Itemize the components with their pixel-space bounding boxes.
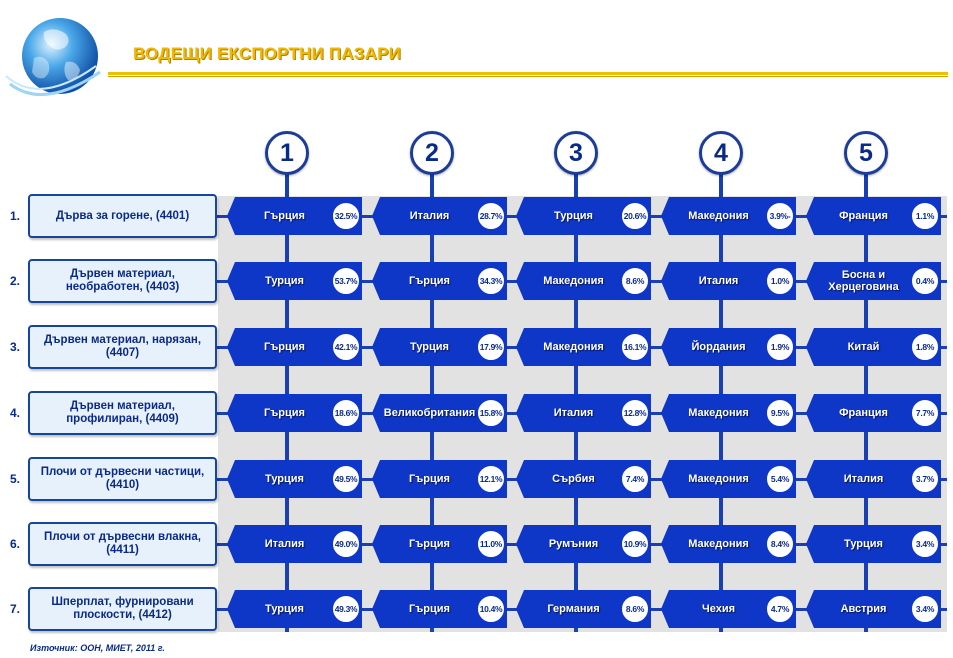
market-share-badge: 32.5% xyxy=(331,201,361,231)
row-number: 3. xyxy=(10,340,21,354)
market-share-badge: 1.8% xyxy=(910,332,940,362)
market-share-badge: 9.5% xyxy=(765,398,795,428)
market-share-badge: 8.6% xyxy=(620,266,650,296)
market-share-badge: 53.7% xyxy=(331,266,361,296)
market-share-badge: 8.4% xyxy=(765,529,795,559)
product-label: Дървен материал, нарязан, (4407) xyxy=(28,325,217,369)
market-share-badge: 3.9%- xyxy=(765,201,795,231)
source-note: Източник: ООН, МИЕТ, 2011 г. xyxy=(30,643,165,653)
product-label: Дървен материал, профилиран, (4409) xyxy=(28,391,217,435)
column-rank-3: 3 xyxy=(554,131,598,175)
page-title: ВОДЕЩИ ЕКСПОРТНИ ПАЗАРИ xyxy=(133,44,402,63)
product-label: Шперплат, фурнировани плоскости, (4412) xyxy=(28,587,217,631)
column-rank-2: 2 xyxy=(410,131,454,175)
market-share-badge: 10.4% xyxy=(476,594,506,624)
market-share-badge: 49.5% xyxy=(331,464,361,494)
row-number: 7. xyxy=(10,602,21,616)
market-share-badge: 49.0% xyxy=(331,529,361,559)
column-rank-1: 1 xyxy=(265,131,309,175)
row-number: 6. xyxy=(10,537,21,551)
title-underline xyxy=(108,72,948,75)
product-label: Плочи от дървесни частици, (4410) xyxy=(28,457,217,501)
product-label: Дървен материал, необработен, (4403) xyxy=(28,259,217,303)
market-share-badge: 3.7% xyxy=(910,464,940,494)
market-share-badge: 42.1% xyxy=(331,332,361,362)
market-share-badge: 12.8% xyxy=(620,398,650,428)
row-number: 5. xyxy=(10,472,21,486)
column-rank-5: 5 xyxy=(844,131,888,175)
market-share-badge: 0.4% xyxy=(910,266,940,296)
product-label: Дърва за горене, (4401) xyxy=(28,194,217,238)
market-share-badge: 28.7% xyxy=(476,201,506,231)
globe-logo xyxy=(4,14,104,110)
market-share-badge: 8.6% xyxy=(620,594,650,624)
market-share-badge: 3.4% xyxy=(910,529,940,559)
market-share-badge: 7.7% xyxy=(910,398,940,428)
market-share-badge: 17.9% xyxy=(476,332,506,362)
market-share-badge: 3.4% xyxy=(910,594,940,624)
market-share-badge: 5.4% xyxy=(765,464,795,494)
market-share-badge: 10.9% xyxy=(620,529,650,559)
market-share-badge: 11.0% xyxy=(476,529,506,559)
market-share-badge: 16.1% xyxy=(620,332,650,362)
title-underline-thin xyxy=(108,76,948,77)
column-rank-4: 4 xyxy=(699,131,743,175)
row-number: 4. xyxy=(10,406,21,420)
market-share-badge: 34.3% xyxy=(476,266,506,296)
market-share-badge: 18.6% xyxy=(331,398,361,428)
market-share-badge: 20.6% xyxy=(620,201,650,231)
market-share-badge: 12.1% xyxy=(476,464,506,494)
market-share-badge: 1.0% xyxy=(765,266,795,296)
market-share-badge: 15.8% xyxy=(476,398,506,428)
product-label: Плочи от дървесни влакна, (4411) xyxy=(28,522,217,566)
market-share-badge: 1.9% xyxy=(765,332,795,362)
market-share-badge: 7.4% xyxy=(620,464,650,494)
market-share-badge: 49.3% xyxy=(331,594,361,624)
row-number: 2. xyxy=(10,274,21,288)
market-share-badge: 4.7% xyxy=(765,594,795,624)
market-share-badge: 1.1% xyxy=(910,201,940,231)
row-number: 1. xyxy=(10,209,21,223)
